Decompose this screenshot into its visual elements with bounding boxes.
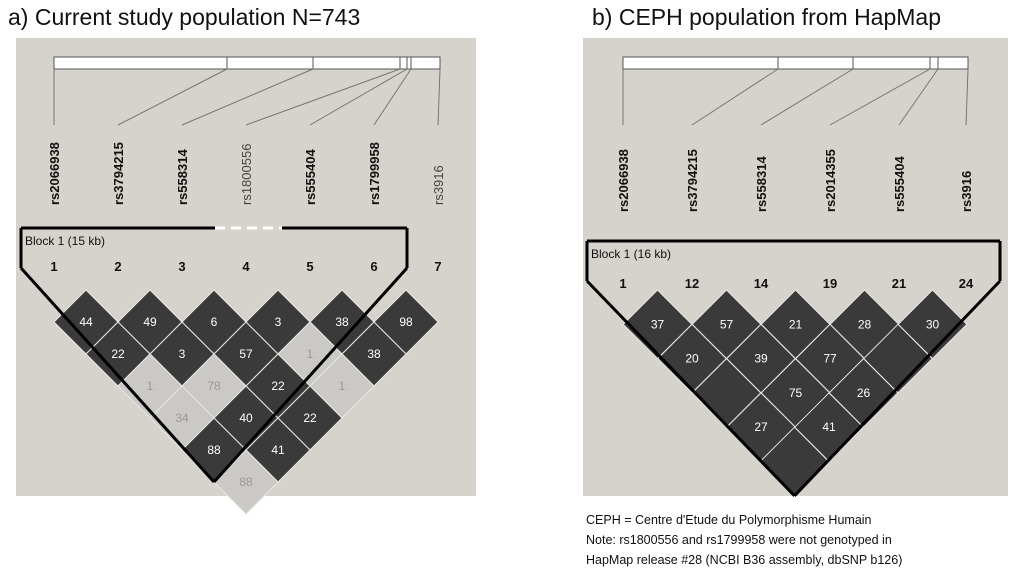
snp-label: rs555404 (892, 156, 907, 212)
ld-cell-value: 57 (720, 317, 734, 331)
ld-cell-value: 20 (685, 352, 699, 366)
ld-cell-value: 78 (207, 379, 221, 393)
ld-cell-value: 26 (857, 386, 871, 400)
snp-connector-line (898, 68, 939, 126)
note-line-3: HapMap release #28 (NCBI B36 assembly, d… (586, 553, 903, 567)
snp-label: rs2066938 (616, 149, 631, 212)
ld-cell-value: 21 (789, 317, 803, 331)
marker-number: 1 (619, 276, 626, 291)
block-label: Block 1 (15 kb) (25, 234, 105, 248)
snp-map-bar (622, 56, 969, 70)
snp-label: rs1800556 (239, 144, 254, 205)
ld-cell-value: 1 (307, 347, 314, 361)
marker-number: 24 (959, 276, 974, 291)
snp-label: rs555404 (303, 149, 318, 205)
marker-number: 19 (823, 276, 837, 291)
ld-cell-value: 1 (147, 379, 154, 393)
marker-number: 5 (306, 259, 313, 274)
ld-cell-value: 41 (271, 443, 285, 457)
marker-number: 21 (892, 276, 906, 291)
block-outline-diagonal (212, 266, 409, 484)
ld-cell-value: 30 (926, 317, 940, 331)
ld-cell-value: 1 (339, 379, 346, 393)
snp-label: rs3794215 (111, 142, 126, 205)
ld-cell-value: 3 (275, 315, 282, 329)
marker-number: 1 (50, 259, 57, 274)
snp-connector-line (965, 68, 969, 126)
snp-label: rs558314 (175, 149, 190, 205)
ld-cell-value: 77 (823, 352, 837, 366)
ld-cell-value: 3 (179, 347, 186, 361)
block-outline-diagonal (585, 279, 796, 497)
ld-cell-value: 88 (239, 475, 253, 489)
snp-connector-line (245, 68, 401, 126)
ld-cell-value: 28 (858, 317, 872, 331)
snp-label: rs1799958 (367, 142, 382, 205)
ld-cell-value: 39 (754, 352, 768, 366)
snp-label: rs3916 (959, 171, 974, 212)
panel-b-ld-plot: rs2066938 rs3794215 rs558314 rs2014355 rs555… (585, 56, 1002, 497)
marker-number: 7 (434, 259, 441, 274)
snp-connector-line (691, 68, 779, 126)
ld-cell-value: 98 (399, 315, 413, 329)
marker-number: 6 (370, 259, 377, 274)
marker-number: 12 (685, 276, 699, 291)
snp-label: rs2014355 (823, 149, 838, 212)
ld-cell-value: 88 (207, 443, 221, 457)
snp-label: rs558314 (754, 156, 769, 212)
note-line-2: Note: rs1800556 and rs1799958 were not g… (586, 533, 892, 547)
panel-a-title: a) Current study population N=743 (8, 4, 361, 30)
ld-cell-value: 40 (239, 411, 253, 425)
marker-number: 2 (114, 259, 121, 274)
ld-cell-value: 22 (111, 347, 125, 361)
marker-number: 4 (242, 259, 250, 274)
ld-cell-value: 75 (789, 386, 803, 400)
marker-number: 3 (178, 259, 185, 274)
ld-cell-value: 22 (271, 379, 285, 393)
ld-cell-value: 6 (211, 315, 218, 329)
snp-connector-line (181, 68, 314, 126)
ld-cell-value: 41 (822, 420, 836, 434)
ld-cell-value: 38 (335, 315, 349, 329)
ld-cell-value: 49 (143, 315, 157, 329)
snp-connector-line (829, 68, 931, 126)
ld-cell-value: 22 (303, 411, 317, 425)
snp-connector-line (437, 68, 441, 126)
panel-b-title: b) CEPH population from HapMap (592, 4, 941, 30)
ld-cell-value: 34 (175, 411, 189, 425)
snp-label: rs2066938 (47, 142, 62, 205)
ld-cell-value: 37 (651, 317, 665, 331)
ld-cell-value: 57 (239, 347, 253, 361)
block-outline-diagonal (19, 266, 216, 484)
snp-connector-line (309, 68, 408, 126)
block-label: Block 1 (16 kb) (591, 247, 671, 261)
ld-cell-value: 44 (79, 315, 93, 329)
snp-label: rs3916 (431, 165, 446, 205)
snp-label: rs3794215 (685, 149, 700, 212)
snp-connector-line (373, 68, 412, 126)
block-outline-diagonal (793, 279, 1002, 497)
ld-cell-value: 27 (754, 420, 768, 434)
note-line-1: CEPH = Centre d'Etude du Polymorphisme H… (586, 513, 872, 527)
marker-number: 14 (754, 276, 769, 291)
snp-connector-line (760, 68, 854, 126)
ld-cell-value: 38 (367, 347, 381, 361)
snp-connector-line (117, 68, 228, 126)
snp-map-bar (53, 56, 441, 70)
panel-a-ld-plot: rs2066938 rs3794215 rs558314 rs1800556 rs555… (19, 56, 446, 515)
